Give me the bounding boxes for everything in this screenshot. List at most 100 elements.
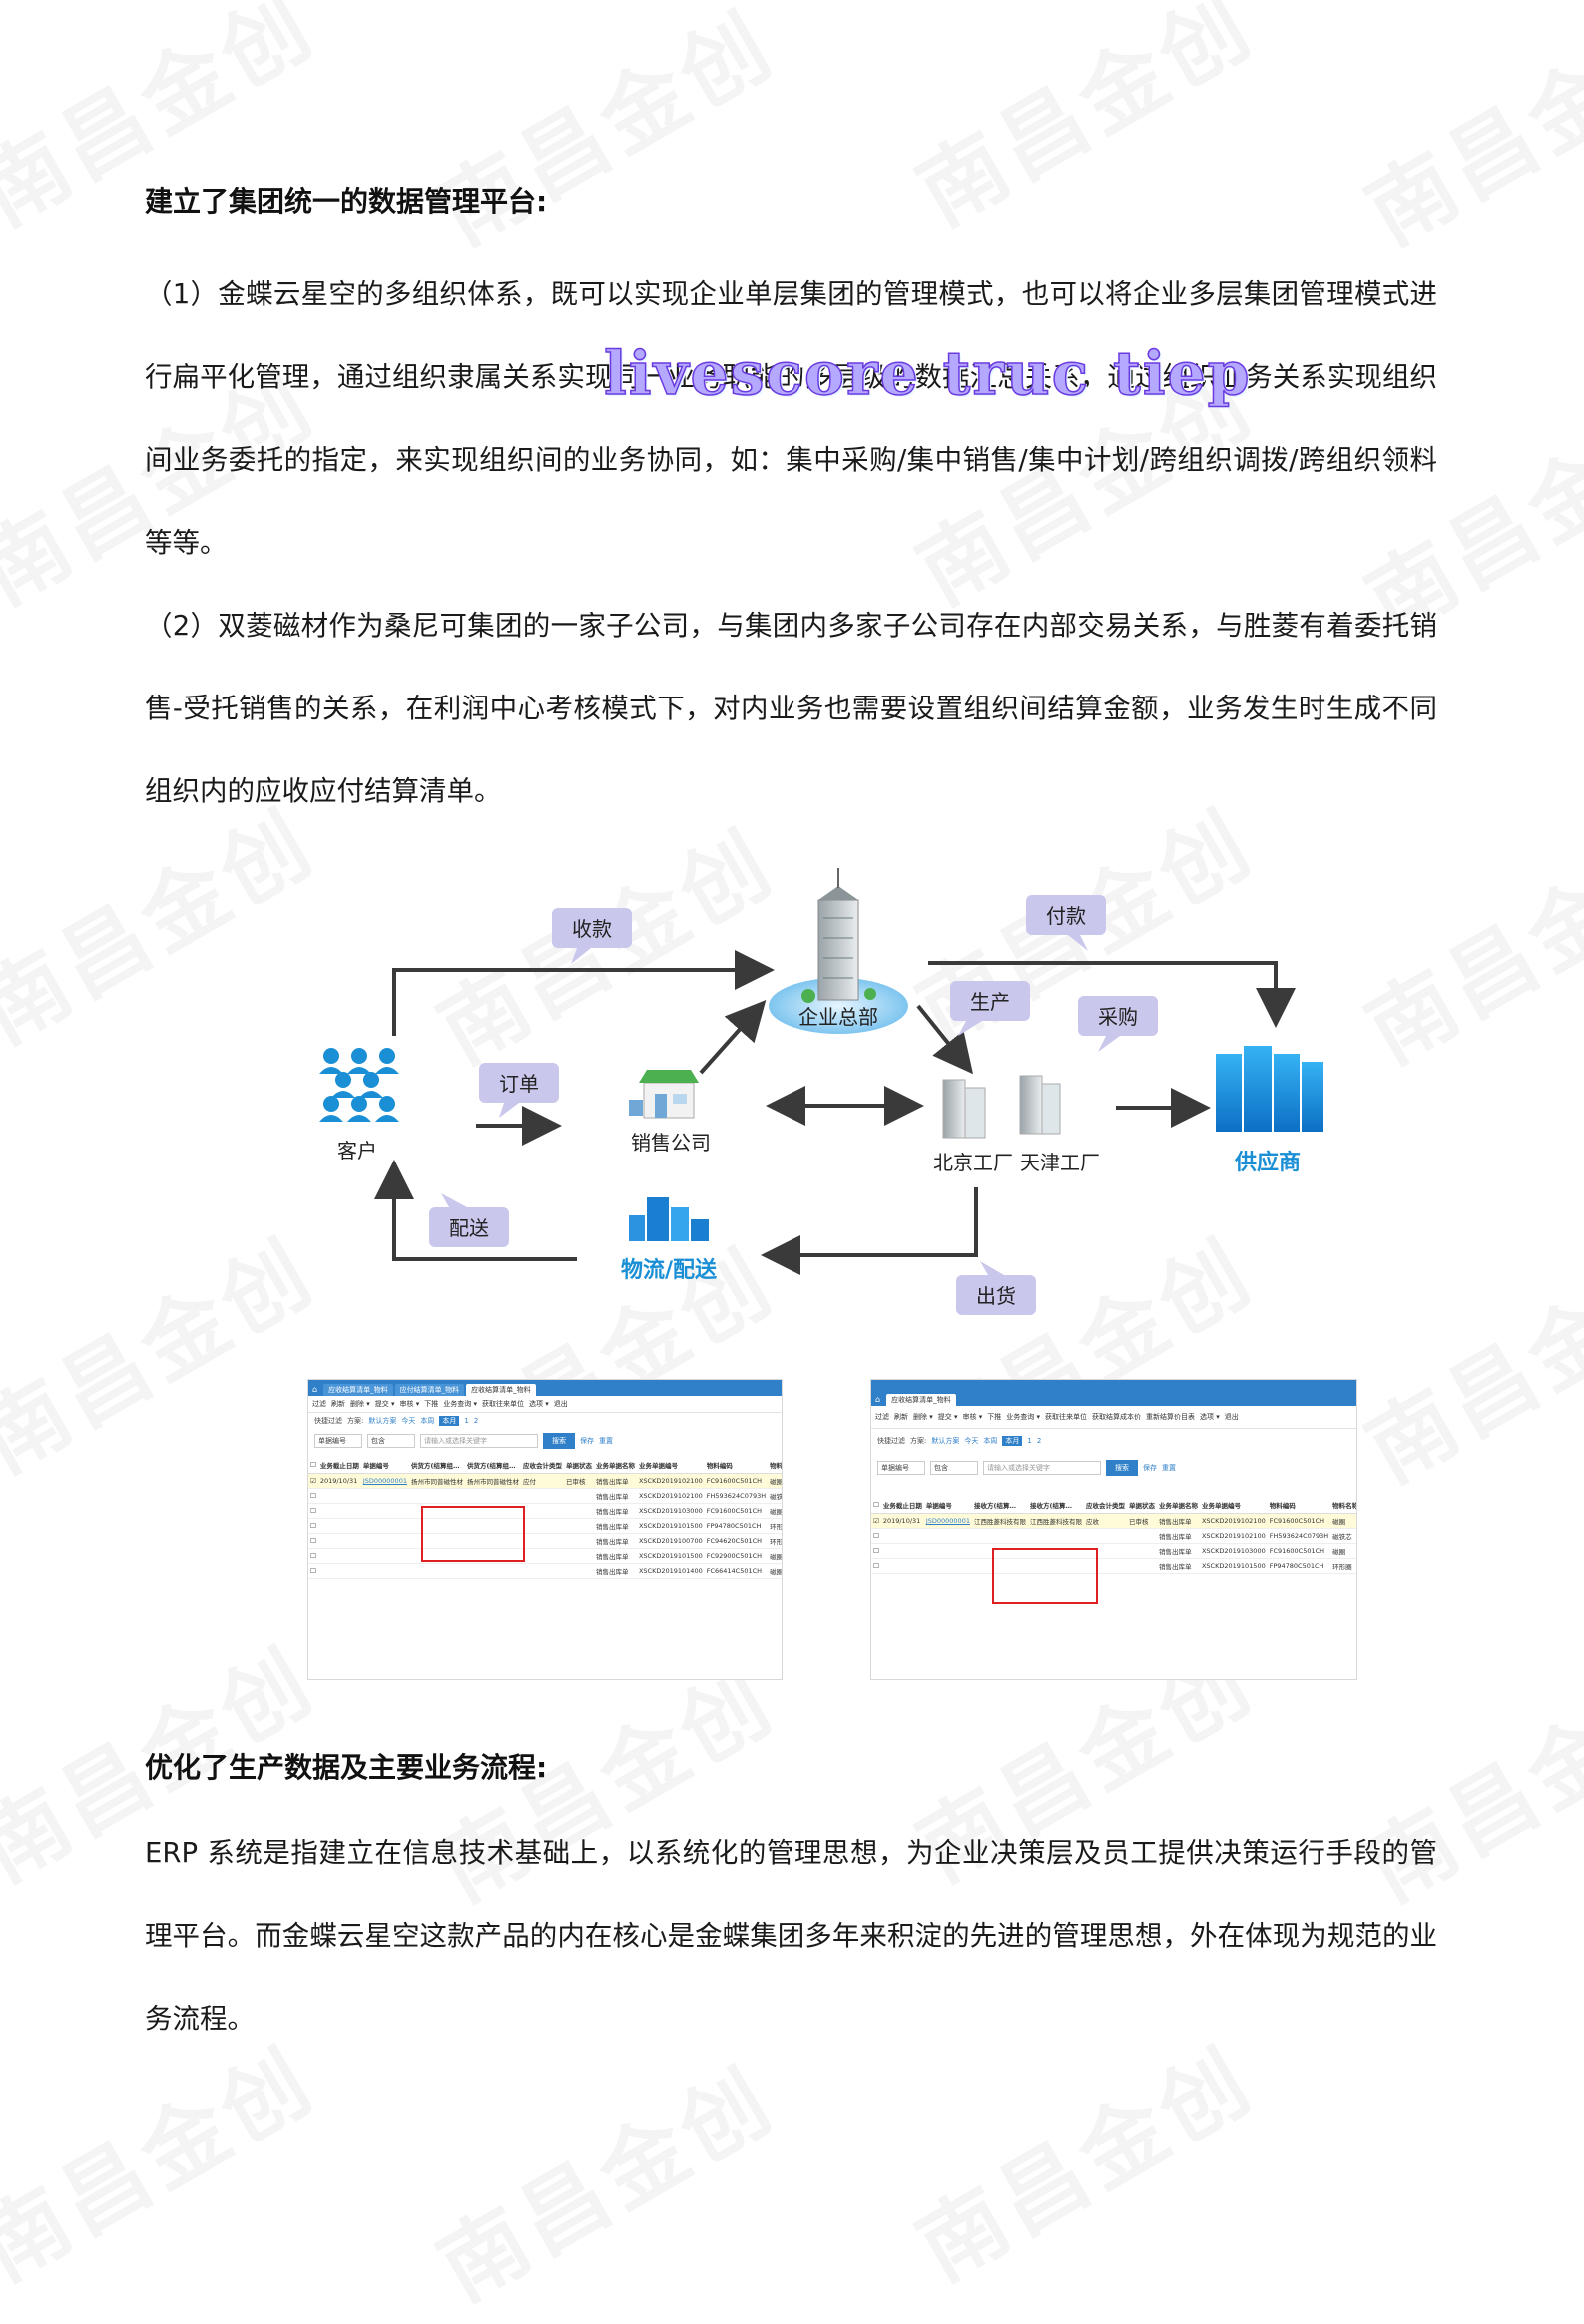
reset-link[interactable]: 重置 — [599, 1437, 613, 1445]
row-checkbox[interactable]: ☐ — [308, 1548, 318, 1564]
row-checkbox[interactable]: ☐ — [871, 1558, 881, 1574]
column-header[interactable]: 业务单据名称 — [1156, 1497, 1200, 1514]
column-header[interactable]: 单据状态 — [1126, 1497, 1157, 1514]
operator-select[interactable]: 包含 — [367, 1434, 415, 1448]
toolbar-get-unit[interactable]: 获取往来单位 — [1045, 1413, 1087, 1421]
column-header[interactable]: 单据编号 — [360, 1457, 409, 1474]
row-checkbox[interactable]: ☐ — [871, 1543, 881, 1559]
toolbar-push[interactable]: 下推 — [424, 1400, 439, 1408]
select-all-checkbox[interactable]: ☐ — [308, 1457, 318, 1474]
column-header[interactable]: 应收会计类型 — [1083, 1497, 1127, 1514]
scheme-month[interactable]: 本月 — [1002, 1436, 1023, 1446]
toolbar-delete[interactable]: 删除 ▾ — [913, 1413, 933, 1421]
row-checkbox[interactable]: ☑ — [871, 1513, 881, 1529]
table-cell: FC91600C501CH — [1267, 1513, 1331, 1529]
row-checkbox[interactable]: ☐ — [308, 1533, 318, 1549]
column-header[interactable]: 供货方(结算组… — [408, 1457, 465, 1474]
reset-link[interactable]: 重置 — [1162, 1464, 1176, 1472]
column-header[interactable]: 物料编码 — [1267, 1497, 1331, 1514]
scheme-1[interactable]: 1 — [464, 1417, 469, 1425]
toolbar-submit[interactable]: 提交 ▾ — [374, 1400, 395, 1408]
toolbar-options[interactable]: 选项 ▾ — [529, 1400, 549, 1408]
row-checkbox[interactable]: ☑ — [308, 1473, 318, 1489]
scheme-today[interactable]: 今天 — [401, 1417, 416, 1425]
column-header[interactable]: 物料名称 — [768, 1457, 782, 1474]
toolbar-query[interactable]: 业务查询 ▾ — [1006, 1413, 1040, 1421]
toolbar-exit[interactable]: 退出 — [553, 1400, 568, 1408]
scheme-week[interactable]: 本周 — [983, 1437, 998, 1445]
scheme-2[interactable]: 2 — [1036, 1437, 1042, 1445]
table-cell: 2019/10/31 — [317, 1473, 361, 1489]
column-header[interactable]: 业务截止日期 — [880, 1497, 924, 1514]
row-checkbox[interactable]: ☐ — [308, 1503, 318, 1519]
scheme-default[interactable]: 默认方案 — [931, 1437, 960, 1445]
toolbar-delete[interactable]: 删除 ▾ — [350, 1400, 370, 1408]
field-select[interactable]: 单据编号 — [314, 1434, 362, 1448]
scheme-week[interactable]: 本周 — [420, 1417, 435, 1425]
column-header[interactable]: 单据状态 — [563, 1457, 594, 1474]
toolbar-exit[interactable]: 退出 — [1224, 1413, 1239, 1421]
save-link[interactable]: 保存 — [1143, 1464, 1157, 1472]
toolbar-options[interactable]: 选项 ▾ — [1200, 1413, 1220, 1421]
toolbar-submit[interactable]: 提交 ▾ — [937, 1413, 958, 1421]
home-icon[interactable]: ⌂ — [312, 1385, 318, 1394]
toolbar-query[interactable]: 业务查询 ▾ — [443, 1400, 477, 1408]
toolbar-reprice[interactable]: 重新结算价目表 — [1146, 1413, 1195, 1421]
toolbar-filter[interactable]: 过滤 — [312, 1400, 326, 1408]
home-icon[interactable]: ⌂ — [875, 1395, 881, 1404]
column-header[interactable]: 供货方(结算组… — [464, 1457, 521, 1474]
table-cell: 应收 — [1083, 1513, 1127, 1529]
customer-label: 客户 — [337, 1139, 377, 1162]
column-header[interactable]: 物料名称 — [1330, 1497, 1356, 1514]
toolbar-audit[interactable]: 审核 ▾ — [399, 1400, 420, 1408]
scheme-month[interactable]: 本月 — [439, 1416, 460, 1426]
operator-select[interactable]: 包含 — [930, 1461, 978, 1475]
tab-2[interactable]: 应付结算清单_物料 — [394, 1384, 465, 1396]
column-header[interactable]: 应收会计类型 — [520, 1457, 564, 1474]
toolbar-get-cost[interactable]: 获取结算成本价 — [1092, 1413, 1141, 1421]
column-header[interactable]: 业务单据名称 — [593, 1457, 637, 1474]
column-header[interactable]: 业务单据编号 — [636, 1457, 705, 1474]
scheme-today[interactable]: 今天 — [964, 1437, 979, 1445]
row-checkbox[interactable]: ☐ — [308, 1563, 318, 1579]
scheme-1[interactable]: 1 — [1027, 1437, 1032, 1445]
field-select[interactable]: 单据编号 — [877, 1461, 925, 1475]
tab-1[interactable]: 应收结算清单_物料 — [323, 1384, 393, 1396]
row-checkbox[interactable]: ☐ — [308, 1518, 318, 1534]
column-header[interactable]: 业务单据编号 — [1199, 1497, 1268, 1514]
toolbar-refresh[interactable]: 刷新 — [894, 1413, 908, 1421]
scheme-2[interactable]: 2 — [473, 1417, 479, 1425]
column-header[interactable]: 接收方(结算… — [1027, 1497, 1084, 1514]
search-button[interactable]: 搜索 — [1106, 1460, 1138, 1476]
search-input[interactable]: 请输入或选择关键字 — [983, 1461, 1101, 1475]
tab-3[interactable]: 应收结算清单_物料 — [466, 1384, 536, 1396]
toolbar-push[interactable]: 下推 — [987, 1413, 1002, 1421]
search-input[interactable]: 请输入或选择关键字 — [420, 1434, 538, 1448]
search-button[interactable]: 搜索 — [543, 1433, 575, 1449]
toolbar-refresh[interactable]: 刷新 — [331, 1400, 345, 1408]
row-checkbox[interactable]: ☐ — [871, 1528, 881, 1544]
column-header[interactable]: 物料编码 — [704, 1457, 769, 1474]
column-header[interactable]: 业务截止日期 — [317, 1457, 361, 1474]
row-checkbox[interactable]: ☐ — [308, 1488, 318, 1504]
toolbar-audit[interactable]: 审核 ▾ — [962, 1413, 983, 1421]
scheme-default[interactable]: 默认方案 — [368, 1417, 397, 1425]
tab-1[interactable]: 应收结算清单_物料 — [886, 1394, 956, 1406]
toolbar-filter[interactable]: 过滤 — [875, 1413, 889, 1421]
table-row[interactable]: ☐销售出库单XSCKD2019100700FC94620C501CH环形圈 — [308, 1533, 782, 1549]
select-all-checkbox[interactable]: ☐ — [871, 1497, 881, 1514]
column-header[interactable]: 接收方(结算… — [971, 1497, 1028, 1514]
toolbar-get-unit[interactable]: 获取往来单位 — [482, 1400, 524, 1408]
save-link[interactable]: 保存 — [580, 1437, 594, 1445]
column-header[interactable]: 单据编号 — [923, 1497, 972, 1514]
